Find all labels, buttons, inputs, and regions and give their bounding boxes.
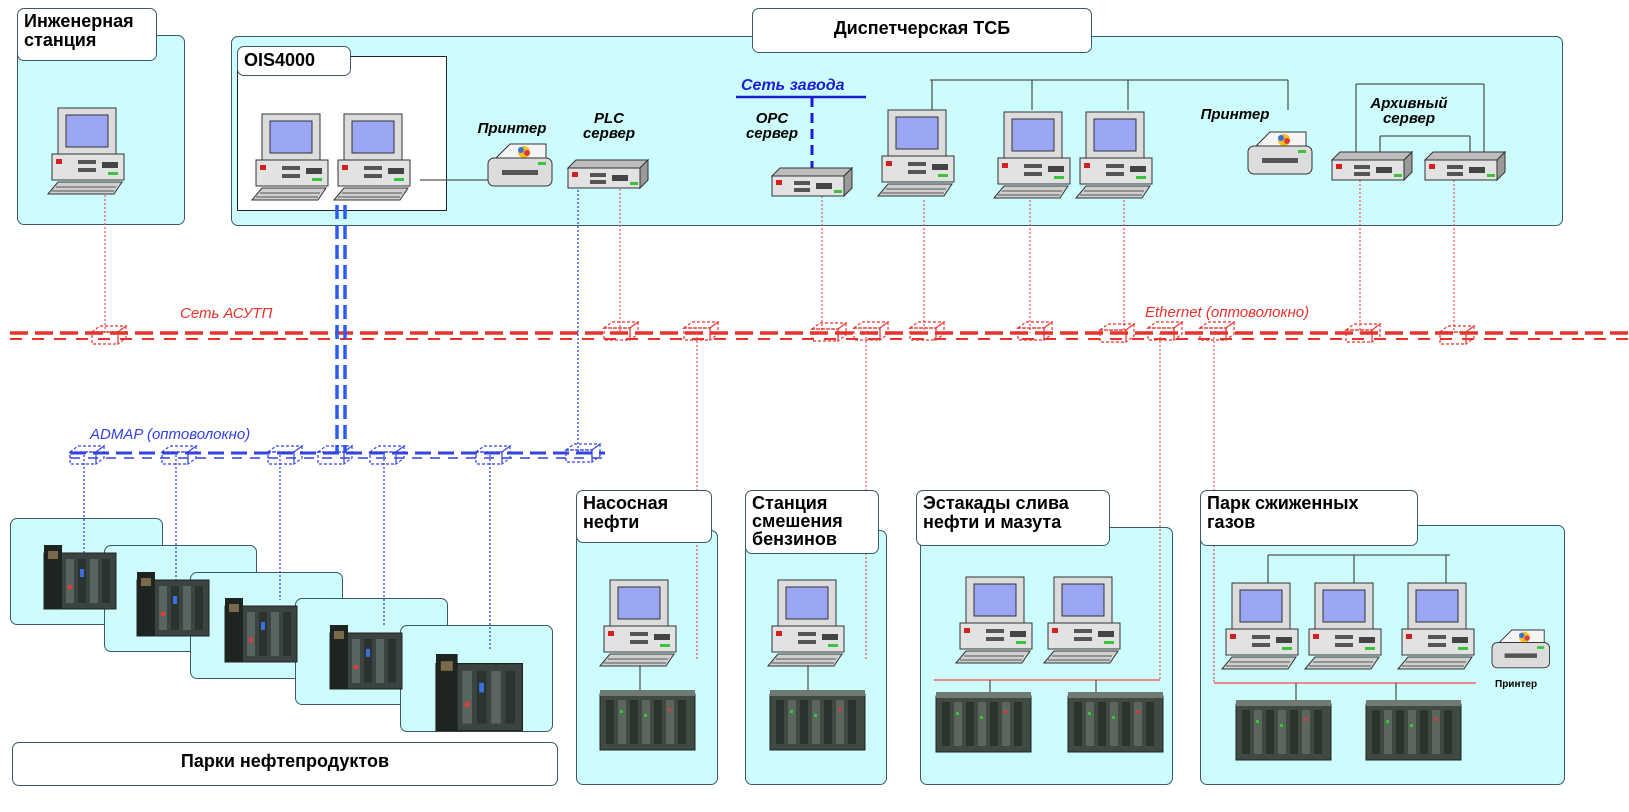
lpg-printer-caption: Принтер	[1495, 679, 1538, 690]
opc-server-caption: OPC сервер	[745, 110, 799, 142]
printer-caption: Принтер	[477, 120, 547, 137]
admap-hub-1	[161, 445, 197, 465]
asutp-hub-5	[909, 321, 945, 341]
printer-2	[1491, 629, 1551, 669]
asutp-hub-6	[1017, 321, 1053, 341]
archive-server-caption: Архивный сервер	[1370, 95, 1448, 127]
workstation-2	[333, 113, 411, 201]
plc-rack-5	[1365, 699, 1462, 761]
workstation-4	[993, 111, 1071, 199]
admap-hub-0	[69, 445, 105, 465]
server-1	[771, 167, 853, 197]
mixing-station-label: Станция смешения бензинов	[745, 490, 879, 554]
asutp-hub-2	[683, 321, 719, 341]
asutp-network-label: Сеть АСУТП	[180, 305, 273, 322]
plc-server-caption: PLC сервер	[582, 110, 636, 142]
printer-0	[487, 143, 553, 187]
printer2-caption: Принтер	[1200, 106, 1270, 123]
workstation-10	[1221, 582, 1299, 670]
asutp-hub-4	[853, 321, 889, 341]
plc-rack-3	[1067, 691, 1164, 753]
workstation-9	[1043, 576, 1121, 664]
plc-rack-2	[935, 691, 1032, 753]
plc-rack-4	[1235, 699, 1332, 761]
printer-1	[1247, 131, 1313, 175]
server-2	[1331, 151, 1413, 181]
server-3	[1424, 151, 1506, 181]
asutp-hub-8	[1147, 321, 1183, 341]
admap-hub-2	[267, 445, 303, 465]
workstation-7	[767, 579, 845, 667]
plc-rack-1	[769, 689, 866, 751]
asutp-hub-9	[1199, 321, 1235, 341]
racks-label: Эстакады слива нефти и мазута	[916, 490, 1110, 546]
tank-farm-controller-0	[43, 544, 117, 610]
workstation-1	[251, 113, 329, 201]
workstation-0	[47, 107, 125, 195]
workstation-5	[1075, 111, 1153, 199]
workstation-3	[877, 109, 955, 197]
tank-farm-controller-4	[435, 653, 524, 732]
plant-network-label: Сеть завода	[741, 77, 845, 94]
server-0	[567, 159, 649, 189]
asutp-hub-11	[1439, 325, 1475, 345]
control-room-title: Диспетчерская ТСБ	[752, 8, 1092, 53]
workstation-12	[1397, 582, 1475, 670]
tank-farm-controller-3	[329, 624, 403, 690]
tank-farm-controller-1	[136, 571, 210, 637]
workstation-11	[1304, 582, 1382, 670]
pump-station-label: Насосная нефти	[576, 490, 712, 543]
asutp-hub-1	[603, 321, 639, 341]
admap-hub-5	[475, 445, 511, 465]
tank-farm-controller-2	[224, 597, 298, 663]
ethernet-network-label: Ethernet (оптоволокно)	[1145, 304, 1310, 321]
lpg-label: Парк сжиженных газов	[1200, 490, 1418, 546]
engineering-station-label: Инженерная станция	[17, 8, 157, 61]
tank-farms-label: Парки нефтепродуктов	[12, 742, 558, 786]
asutp-hub-0	[91, 325, 127, 345]
admap-network-label: ADMAP (оптоволокно)	[90, 426, 251, 443]
admap-hub-3	[317, 445, 353, 465]
workstation-6	[599, 579, 677, 667]
admap-hub-4	[369, 445, 405, 465]
plc-rack-0	[599, 689, 696, 751]
ois4000-label: OIS4000	[237, 46, 351, 76]
workstation-8	[955, 576, 1033, 664]
